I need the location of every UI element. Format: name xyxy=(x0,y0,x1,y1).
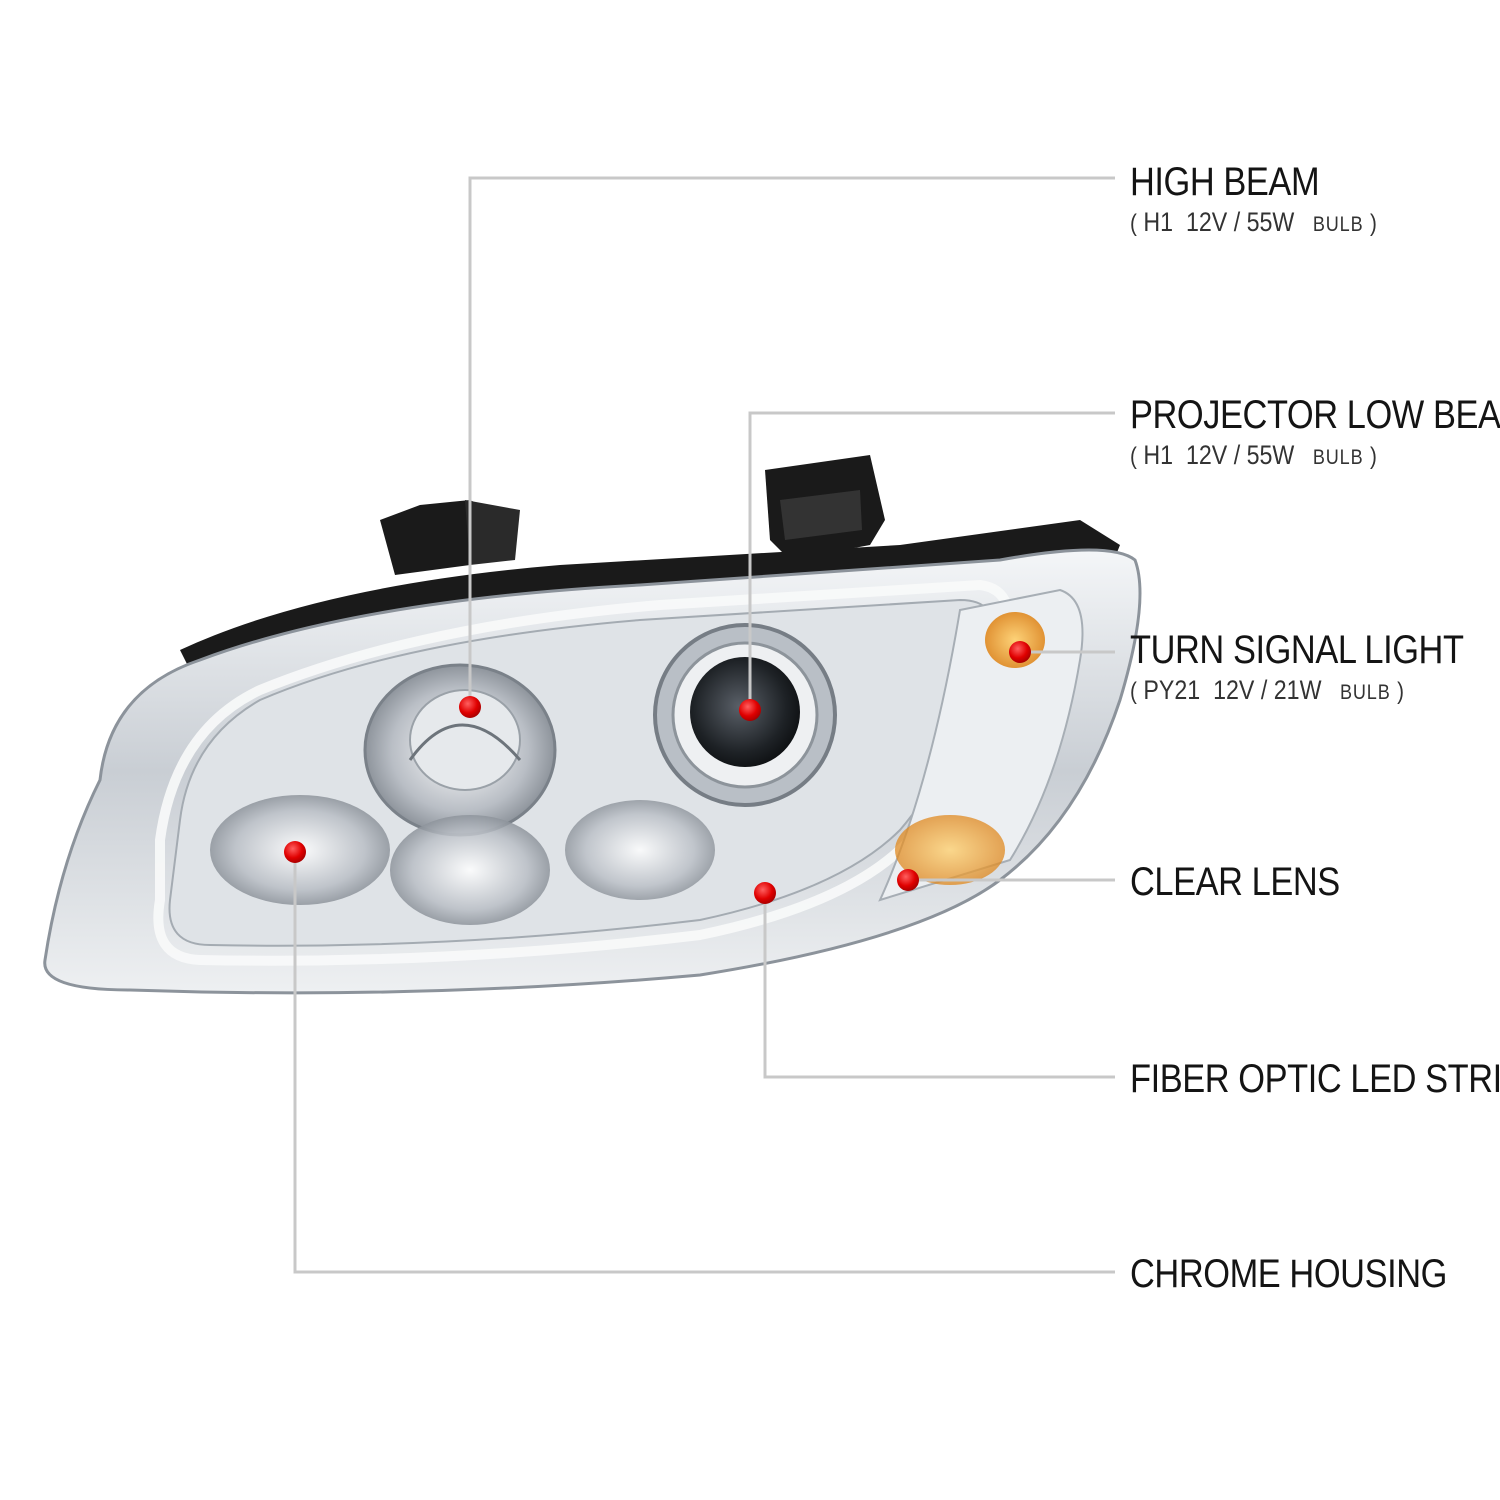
marker-dot-high-beam xyxy=(459,696,481,718)
marker-dot-projector xyxy=(739,699,761,721)
leader-high-beam xyxy=(468,176,1115,707)
spec-open-paren: ( xyxy=(1130,443,1137,470)
marker-dot-chrome-housing xyxy=(284,841,306,863)
callout-spec: ( H1 12V / 55W BULB ) xyxy=(1130,206,1377,241)
marker-dot-fiber-optic xyxy=(754,882,776,904)
spec-close-paren: ) xyxy=(1369,443,1377,470)
marker-dot-turn-signal xyxy=(1009,641,1031,663)
spec-open-paren: ( xyxy=(1130,210,1137,237)
callout-fiber-optic-led-strip: FIBER OPTIC LED STRIP xyxy=(1130,1057,1500,1101)
spec-close-paren: ) xyxy=(1369,210,1377,237)
spec-bulb-type: H1 xyxy=(1143,440,1174,470)
marker-dots xyxy=(284,641,1031,904)
leader-lines xyxy=(293,176,1115,1274)
leader-fiber-optic xyxy=(763,893,1115,1079)
spec-close-paren: ) xyxy=(1397,678,1404,705)
spec-open-paren: ( xyxy=(1130,678,1137,705)
spec-unit: BULB xyxy=(1312,446,1364,469)
callout-high-beam: HIGH BEAM ( H1 12V / 55W BULB ) xyxy=(1130,160,1417,241)
callout-title: HIGH BEAM xyxy=(1130,160,1320,204)
black-rear-housing xyxy=(180,520,1120,690)
spec-rating: 12V / 55W xyxy=(1185,207,1295,237)
spec-rating: 12V / 21W xyxy=(1213,675,1322,705)
callout-title: CLEAR LENS xyxy=(1130,860,1340,904)
callout-title: FIBER OPTIC LED STRIP xyxy=(1130,1057,1500,1101)
leader-chrome-housing xyxy=(293,852,1115,1274)
callout-chrome-housing: CHROME HOUSING xyxy=(1130,1252,1499,1296)
callout-turn-signal-light: TURN SIGNAL LIGHT ( PY21 12V / 21W BULB … xyxy=(1130,628,1500,709)
callout-projector-low-beam: PROJECTOR LOW BEAM ( H1 12V / 55W BULB ) xyxy=(1130,393,1500,474)
spec-bulb-type: H1 xyxy=(1143,207,1174,237)
leader-projector xyxy=(748,411,1115,707)
spec-unit: BULB xyxy=(1312,213,1364,236)
spec-rating: 12V / 55W xyxy=(1185,440,1295,470)
callout-spec: ( PY21 12V / 21W BULB ) xyxy=(1130,674,1464,709)
callout-title: CHROME HOUSING xyxy=(1130,1252,1447,1296)
callout-spec: ( H1 12V / 55W BULB ) xyxy=(1130,439,1500,474)
callout-clear-lens: CLEAR LENS xyxy=(1130,860,1374,904)
callout-title: TURN SIGNAL LIGHT xyxy=(1130,628,1464,672)
high-beam-reflector xyxy=(363,663,557,837)
marker-dot-clear-lens xyxy=(897,869,919,891)
spec-bulb-type: PY21 xyxy=(1143,675,1201,705)
mounting-brackets xyxy=(380,455,885,575)
callout-title: PROJECTOR LOW BEAM xyxy=(1130,393,1500,437)
spec-unit: BULB xyxy=(1339,681,1391,704)
